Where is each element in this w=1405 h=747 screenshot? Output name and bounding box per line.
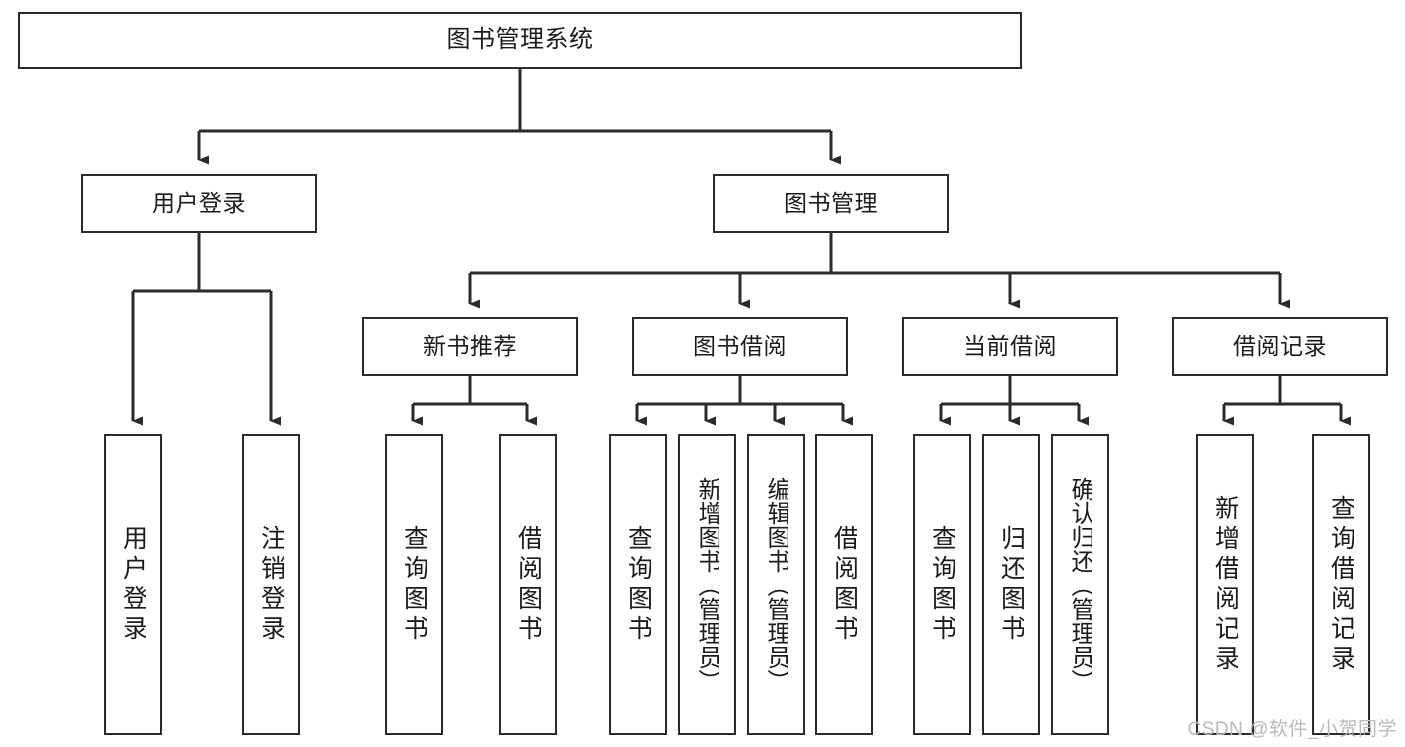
leaf-borrow-edit-book-admin[interactable]: 编辑图书（管理员） — [747, 434, 805, 735]
node-label: 当前借阅 — [963, 332, 1057, 359]
node-label: 注销登录 — [258, 524, 284, 645]
node-label: 借阅图书 — [515, 524, 541, 645]
node-label: 编辑图书（管理员） — [764, 476, 788, 693]
leaf-record-add-borrow-record[interactable]: 新增借阅记录 — [1196, 434, 1254, 735]
node-current-borrowing[interactable]: 当前借阅 — [902, 317, 1118, 376]
node-label: 借阅图书 — [831, 524, 857, 645]
leaf-user-login-signout[interactable]: 注销登录 — [242, 434, 300, 735]
node-book-management[interactable]: 图书管理 — [713, 174, 949, 233]
node-label: 查询图书 — [401, 524, 427, 645]
node-label: 新书推荐 — [423, 332, 517, 359]
leaf-new-book-query-books[interactable]: 查询图书 — [385, 434, 443, 735]
leaf-current-confirm-return-admin[interactable]: 确认归还（管理员） — [1051, 434, 1109, 735]
node-borrow-records[interactable]: 借阅记录 — [1172, 317, 1388, 376]
node-label: 新增图书（管理员） — [695, 476, 719, 693]
leaf-current-return-books[interactable]: 归还图书 — [982, 434, 1040, 735]
node-label: 图书管理系统 — [446, 26, 594, 54]
leaf-borrow-query-books[interactable]: 查询图书 — [609, 434, 667, 735]
node-label: 归还图书 — [998, 524, 1024, 645]
node-label: 图书借阅 — [693, 332, 787, 359]
leaf-current-query-books[interactable]: 查询图书 — [913, 434, 971, 735]
node-label: 用户登录 — [152, 189, 246, 216]
node-label: 新增借阅记录 — [1212, 494, 1238, 675]
leaf-borrow-add-book-admin[interactable]: 新增图书（管理员） — [678, 434, 736, 735]
leaf-new-book-borrow-books[interactable]: 借阅图书 — [499, 434, 557, 735]
watermark: CSDN @软件_小贺同学 — [1187, 719, 1397, 740]
leaf-borrow-borrow-books[interactable]: 借阅图书 — [815, 434, 873, 735]
node-label: 查询借阅记录 — [1328, 494, 1354, 675]
node-label: 用户登录 — [120, 524, 146, 645]
node-user-login[interactable]: 用户登录 — [81, 174, 317, 233]
node-new-book-recommendation[interactable]: 新书推荐 — [362, 317, 578, 376]
leaf-record-query-borrow-record[interactable]: 查询借阅记录 — [1312, 434, 1370, 735]
node-root-book-management-system[interactable]: 图书管理系统 — [18, 12, 1022, 69]
node-book-borrowing[interactable]: 图书借阅 — [632, 317, 848, 376]
node-label: 图书管理 — [784, 189, 878, 216]
node-label: 确认归还（管理员） — [1068, 476, 1092, 693]
node-label: 查询图书 — [929, 524, 955, 645]
node-label: 查询图书 — [625, 524, 651, 645]
node-label: 借阅记录 — [1233, 332, 1327, 359]
leaf-user-login-signin[interactable]: 用户登录 — [104, 434, 162, 735]
